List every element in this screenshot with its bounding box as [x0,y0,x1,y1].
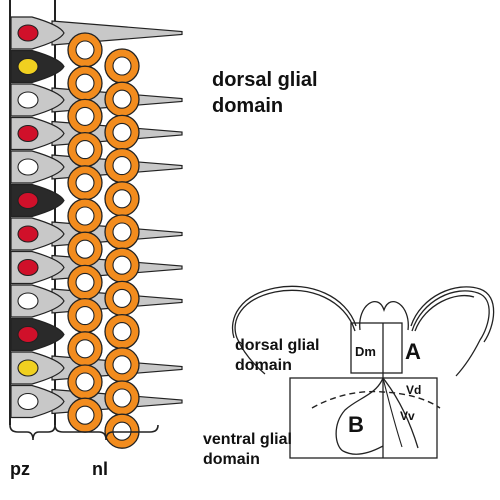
neuron-nucleus [112,322,132,342]
neuron-nucleus [112,56,132,76]
cell-nucleus-white [17,158,39,176]
neuron-nucleus [112,89,132,109]
dm-box [350,322,403,374]
cell-nucleus-yellow [17,57,39,76]
dorsal-glial-domain-small-line2: domain [235,357,292,374]
vv-label: Vv [400,409,415,423]
neuron-nucleus [112,122,132,142]
cell-nucleus-red [17,325,39,344]
proliferative-zone-cells [10,16,65,419]
neuron-nucleus [112,355,132,375]
vv-inner-boundary [382,377,403,448]
region-a-label: A [405,339,421,364]
neuron-nucleus [75,372,95,392]
neuron-nucleus [112,388,132,408]
cell-nucleus-red [17,225,39,243]
neuron-nucleus [112,288,132,308]
cell-nucleus-white [17,91,39,109]
dorsal-glial-domain-title-line2: domain [212,95,283,117]
ventral-region-b-outline [335,377,384,455]
ventral-box [289,377,438,459]
nl-label: nl [92,459,108,479]
neuronal-layer [67,32,140,449]
neuron-nucleus [75,405,95,425]
neuron-nucleus [75,306,95,326]
dorsal-glial-domain-small-line1: dorsal glial [235,337,319,354]
cell-nucleus-red [17,24,39,42]
cell-nucleus-white [17,292,39,310]
neuron-nucleus [75,73,95,93]
region-b-label: B [348,412,364,437]
neuron-nucleus [75,140,95,160]
neuron-nucleus [75,173,95,193]
vv-boundary [382,377,419,449]
brain-section-outline [231,285,495,377]
ventral-glial-domain-line2: domain [203,451,260,468]
neuron-nucleus [112,222,132,242]
neuron-nucleus [112,255,132,275]
pz-label: pz [10,459,30,479]
dm-label: Dm [355,344,376,359]
vd-label: Vd [406,383,421,397]
nl-brace [54,424,159,441]
pz-brace [9,424,56,441]
neuron-nucleus [75,339,95,359]
cell-nucleus-red [17,191,39,210]
cell-nucleus-red [17,258,39,277]
neuron-nucleus [75,272,95,292]
dorsal-glial-domain-title-line1: dorsal glial [212,69,318,91]
neuron-nucleus [112,156,132,176]
cell-nucleus-red [17,124,39,143]
neuron-nucleus [75,206,95,226]
neuron-nucleus [75,106,95,126]
cell-nucleus-yellow [17,359,39,377]
ventral-glial-domain-line1: ventral glial [203,431,292,448]
cell-nucleus-white [17,392,39,411]
dorsoventral-dashed-boundary [311,390,441,409]
neuron-nucleus [112,189,132,209]
neuron-nucleus [75,239,95,259]
neuron-nucleus [75,40,95,60]
